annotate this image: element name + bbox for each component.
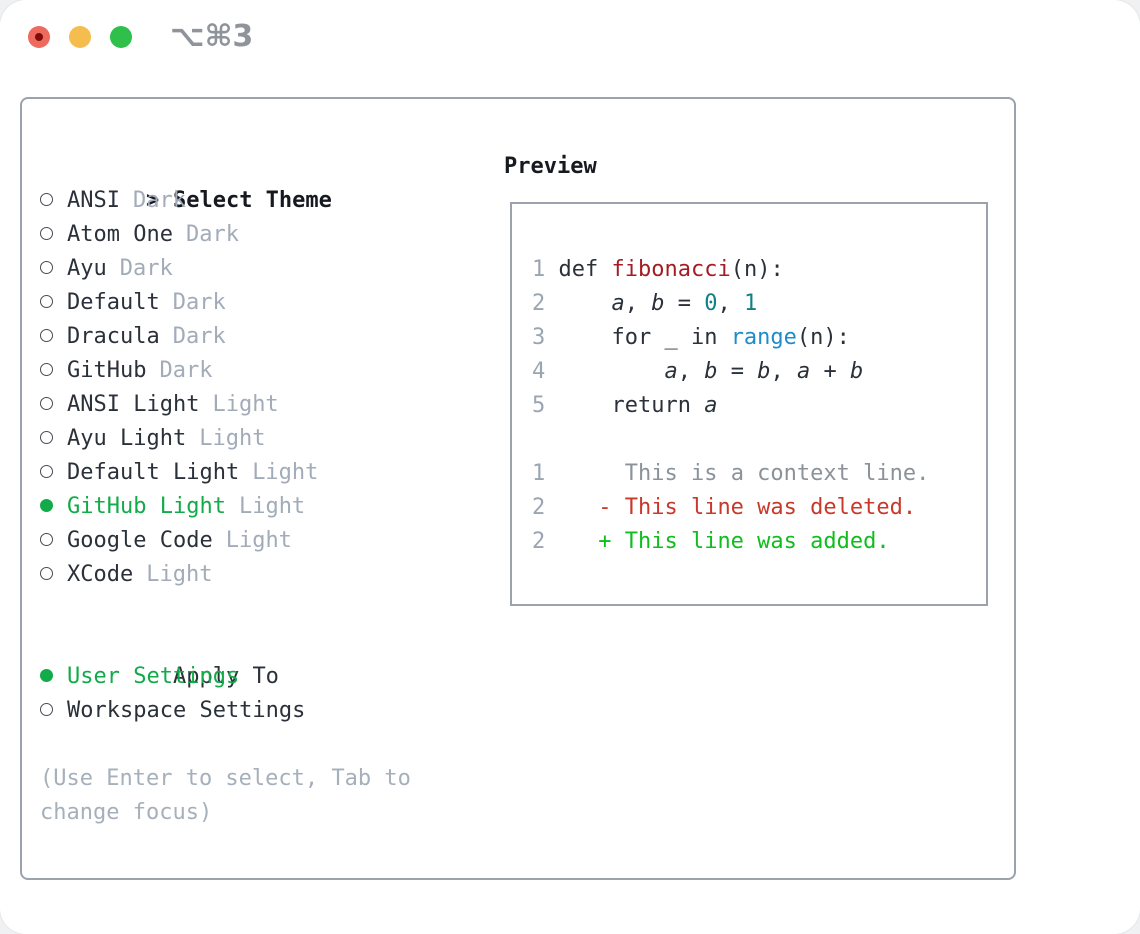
theme-variant-label: Light [146,562,213,587]
theme-option[interactable]: Ayu Light Light [40,422,490,456]
theme-option[interactable]: Default Light Light [40,456,490,490]
radio-unselected-icon [40,422,67,456]
code-line: 2 + This line was added. [532,529,890,554]
radio-unselected-icon [40,456,67,490]
theme-variant-label: Dark [132,188,186,213]
option-label: Default [67,290,160,315]
theme-option[interactable]: Default Dark [40,286,490,320]
focus-caret-icon: > [145,188,160,213]
apply-to-label: Apply To [172,664,279,689]
radio-selected-icon [40,490,67,524]
radio-unselected-icon [40,320,67,354]
keyboard-hint: (Use Enter to select, Tab to change focu… [40,766,411,825]
radio-selected-icon [40,660,67,694]
code-preview: 1 def fibonacci(n): 2 a, b = 0, 1 3 for _ … [512,204,986,559]
radio-unselected-icon [40,388,67,422]
radio-unselected-icon [40,252,67,286]
radio-unselected-icon [40,354,67,388]
theme-variant-label: Light [238,494,306,519]
code-line: 1 This is a context line. [532,461,930,486]
option-label: ANSI [67,188,120,213]
theme-variant-label: Light [199,426,266,451]
theme-option[interactable]: Atom One Dark [40,218,490,252]
theme-variant-label: Dark [119,256,173,281]
theme-option[interactable]: ANSI Dark [40,184,490,218]
select-theme-label: Select Theme [172,188,332,213]
option-label: Default Light [67,460,240,485]
option-label: Atom One [67,222,173,247]
select-theme-header: > Select Theme [40,150,490,213]
code-line: 5 return a [532,393,718,418]
option-label: GitHub Light [67,494,226,519]
radio-unselected-icon [40,184,67,218]
zoom-button[interactable] [110,26,132,48]
radio-unselected-icon [40,218,67,252]
code-line [532,423,986,457]
code-line: 2 - This line was deleted. [532,495,917,520]
theme-variant-label: Dark [172,324,226,349]
option-label: GitHub [67,358,147,383]
theme-option[interactable]: GitHub Light Light [40,490,490,524]
theme-variant-label: Light [225,528,292,553]
option-label: Google Code [67,528,213,553]
apply-to-option[interactable]: Workspace Settings [40,694,490,728]
preview-header: Preview [504,154,597,179]
close-button[interactable] [28,26,50,48]
theme-variant-label: Light [212,392,279,417]
window-title: ⌥⌘3 [170,19,254,54]
theme-variant-label: Dark [159,358,213,383]
apply-to-option[interactable]: User Settings [40,660,490,694]
minimize-button[interactable] [69,26,91,48]
radio-unselected-icon [40,524,67,558]
theme-option[interactable]: Ayu Dark [40,252,490,286]
gap [40,728,490,762]
option-label: Workspace Settings [67,698,306,723]
theme-variant-label: Light [252,460,319,485]
option-label: Ayu Light [67,426,187,451]
gap [40,592,490,626]
option-label: User Settings [67,664,240,689]
window-titlebar: ⌥⌘3 [0,0,1140,74]
option-label: XCode [67,562,134,587]
theme-option[interactable]: Dracula Dark [40,320,490,354]
radio-unselected-icon [40,558,67,592]
unsaved-indicator-dot [35,33,43,41]
option-label: Ayu [67,256,107,281]
code-line: 2 a, b = 0, 1 [532,291,758,316]
theme-option[interactable]: ANSI Light Light [40,388,490,422]
theme-option[interactable]: GitHub Dark [40,354,490,388]
option-label: ANSI Light [67,392,200,417]
theme-variant-label: Dark [185,222,239,247]
code-line: 3 for _ in range(n): [532,325,850,350]
radio-unselected-icon [40,286,67,320]
preview-box: 1 def fibonacci(n): 2 a, b = 0, 1 3 for _ … [510,202,988,606]
theme-variant-label: Dark [172,290,226,315]
theme-option[interactable]: Google Code Light [40,524,490,558]
theme-option[interactable]: XCode Light [40,558,490,592]
apply-to-header: Apply To [40,626,490,689]
radio-unselected-icon [40,694,67,728]
option-label: Dracula [67,324,160,349]
code-line: 1 def fibonacci(n): [532,257,784,282]
code-line: 4 a, b = b, a + b [532,359,864,384]
